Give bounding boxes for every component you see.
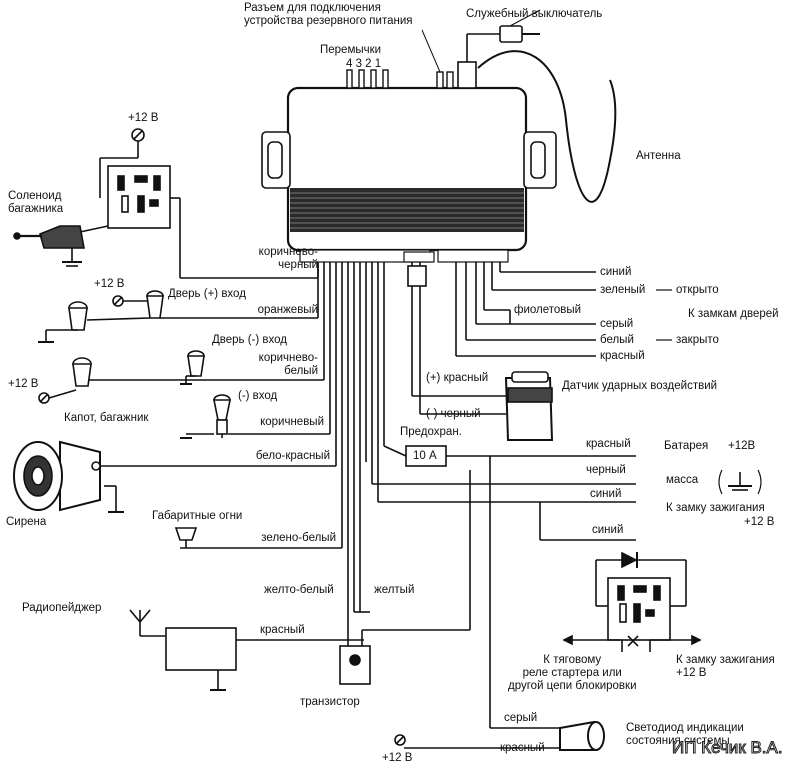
violet-wire-label: фиолетовый <box>514 304 582 316</box>
gray-wire-label: серый <box>600 318 634 330</box>
to-door-locks-label: К замкам дверей <box>688 308 779 320</box>
radio-pager-label: Радиопейджер <box>22 602 102 614</box>
ground-label: масса <box>666 474 699 486</box>
red-battery-label: красный <box>586 438 631 450</box>
blue-wire-label-2: синий <box>590 488 622 500</box>
red-led-label: красный <box>500 742 545 754</box>
ground-symbol <box>718 469 762 495</box>
transistor <box>339 262 471 685</box>
minus-input-label: (-) вход <box>238 390 278 402</box>
door-lock-wires <box>455 262 672 357</box>
door-minus-switch <box>38 262 325 404</box>
battery-voltage-label: +12В <box>728 440 756 452</box>
door-minus-input-label: Дверь (-) вход <box>212 334 288 346</box>
to-ignition-lock-label: К замку зажигания <box>666 502 765 514</box>
gray-led-label: серый <box>504 712 538 724</box>
starter-relay-label: К тяговому реле стартера или другой цепи… <box>508 654 637 692</box>
jumpers-label: Перемычки <box>320 44 382 56</box>
trunk-solenoid-label: Соленоид багажника <box>8 190 64 215</box>
antenna-wire <box>477 50 617 203</box>
fuse-label: Предохран. <box>400 426 462 438</box>
battery-label: Батарея <box>664 440 709 452</box>
service-switch-label: Служебный выключатель <box>466 8 603 20</box>
siren-label: Сирена <box>6 516 47 528</box>
plus12-top-label: +12 В <box>128 112 159 124</box>
blue-wire-label-3: синий <box>592 524 624 536</box>
minus-black-label: (-) черный <box>426 408 481 420</box>
starter-relay <box>489 456 702 704</box>
jumper-numbers-label: 4 3 2 1 <box>346 58 382 70</box>
radio-pager <box>129 609 364 691</box>
fuse-value-label: 10 А <box>413 450 437 462</box>
red-wire-label-1: красный <box>600 350 645 362</box>
green-wire-label: зеленый <box>600 284 646 296</box>
hood-trunk-switch <box>180 262 331 439</box>
brown-white-label: коричнево- белый <box>258 352 318 377</box>
door-plus-switch <box>38 262 319 343</box>
plus12-door-label: +12 В <box>94 278 125 290</box>
ignition-lock-2-label: К замку зажигания +12 В <box>676 654 775 679</box>
antenna-label: Антенна <box>636 150 681 162</box>
backup-connector-label: Разъем для подключения устройства резерв… <box>244 2 413 27</box>
parking-lights <box>174 262 343 549</box>
black-wire-label: черный <box>586 464 626 476</box>
brown-black-label: коричнево- черный <box>258 246 318 271</box>
red-pager-label: красный <box>260 624 305 636</box>
shock-sensor-label: Датчик ударных воздействий <box>562 380 718 392</box>
open-label: открыто <box>676 284 719 296</box>
parking-lights-label: Габаритные огни <box>152 510 243 522</box>
trunk-relay <box>79 128 319 279</box>
led-indicator-label: Светодиод индикации состояния системы <box>626 722 744 747</box>
shock-sensor <box>407 262 554 441</box>
yellow-label: желтый <box>374 584 415 596</box>
center-wires <box>353 262 385 613</box>
transistor-label: транзистор <box>300 696 360 708</box>
plus12-left-label: +12 В <box>8 378 39 390</box>
yellow-white-label: желто-белый <box>264 584 334 596</box>
plus12-bottom-label: +12 В <box>382 752 413 764</box>
plus12-ignition-label: +12 В <box>744 516 775 528</box>
closed-label: закрыто <box>676 334 719 346</box>
led-indicator <box>394 704 605 751</box>
siren <box>13 262 337 513</box>
fuse <box>372 445 636 503</box>
hood-trunk-label: Капот, багажник <box>64 412 149 424</box>
watermark: ИП Кечик В.А. <box>672 738 784 758</box>
blue-wire-label-1: синий <box>600 266 632 278</box>
brown-wire-label: коричневый <box>260 416 324 428</box>
orange-wire-label: оранжевый <box>257 304 318 316</box>
white-wire-label: белый <box>600 334 634 346</box>
door-plus-input-label: Дверь (+) вход <box>168 288 246 300</box>
white-red-label: бело-красный <box>255 450 330 462</box>
control-unit <box>261 25 557 263</box>
trunk-solenoid <box>13 225 85 267</box>
green-white-label: зелено-белый <box>261 532 336 544</box>
plus-red-label: (+) красный <box>426 372 489 384</box>
